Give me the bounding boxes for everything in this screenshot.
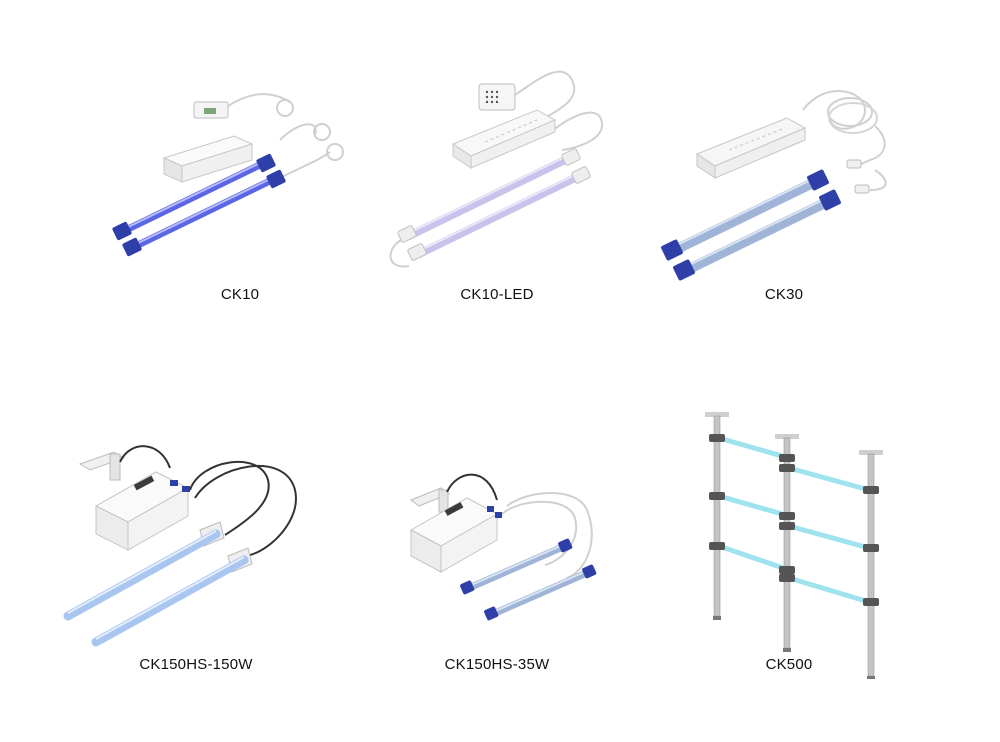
product-ck10-led: CK10-LED bbox=[337, 40, 657, 370]
ck10-illustration bbox=[112, 93, 344, 257]
product-ck10: CK10 bbox=[80, 40, 400, 370]
ck30-illustration bbox=[661, 90, 887, 281]
product-ck500: CK500 bbox=[629, 410, 949, 740]
product-label-ck10-led: CK10-LED bbox=[460, 286, 534, 303]
ck10-led-illustration bbox=[389, 70, 604, 268]
product-ck30: CK30 bbox=[625, 40, 945, 370]
ck150hs-150w-illustration bbox=[63, 445, 297, 647]
product-label-ck500: CK500 bbox=[765, 656, 813, 673]
ck150hs-35w-illustration bbox=[409, 473, 597, 621]
product-label-ck150hs-35w: CK150HS-35W bbox=[444, 656, 550, 673]
product-label-ck30: CK30 bbox=[764, 286, 804, 303]
product-ck150hs-150w: CK150HS-150W bbox=[40, 410, 360, 740]
product-label-ck150hs-150w: CK150HS-150W bbox=[139, 656, 253, 673]
product-ck150hs-35w: CK150HS-35W bbox=[337, 410, 657, 740]
product-label-ck10: CK10 bbox=[220, 286, 260, 303]
ck500-illustration bbox=[705, 412, 883, 679]
